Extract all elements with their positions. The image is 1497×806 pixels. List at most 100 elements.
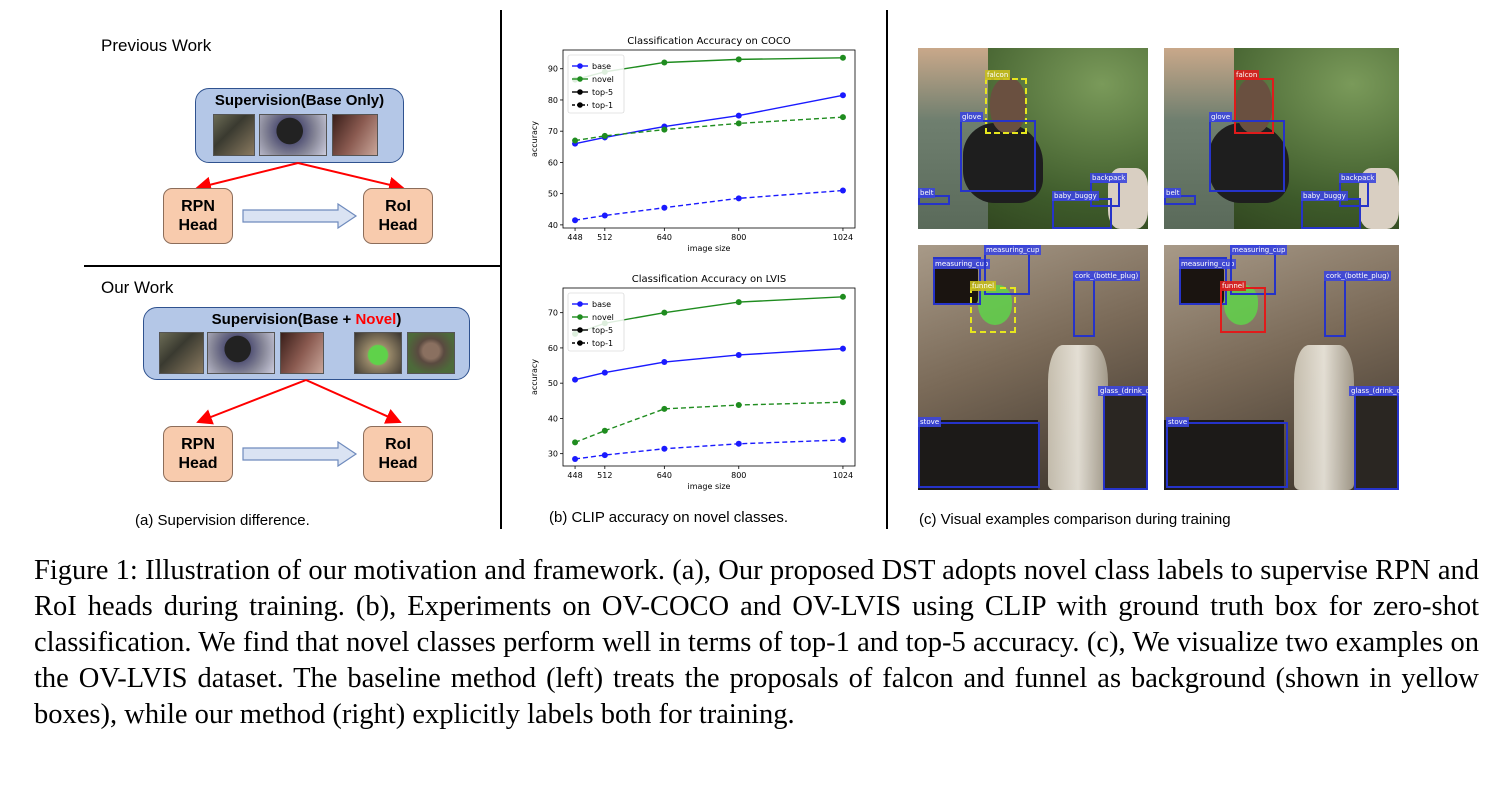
legend-frame — [567, 54, 625, 114]
legend-frame — [567, 292, 625, 352]
legend-swatch-marker — [577, 76, 583, 82]
measuring-cup-box-2-label: measuring_cup — [984, 245, 1042, 255]
legend-label-top-5: top-5 — [592, 88, 613, 97]
funnel-box-label: funnel — [1220, 281, 1247, 291]
novel-sample-falcon-thumb — [407, 332, 455, 374]
glass-box-label: glass_(drink_container) — [1349, 386, 1399, 396]
data-point-base-top-5 — [661, 359, 668, 366]
legend-swatch-marker — [577, 63, 583, 69]
data-point-novel-top-1 — [735, 402, 742, 409]
series-line-novel-top-1 — [574, 401, 843, 444]
measuring-cup-box-2-label: measuring_cup — [1230, 245, 1288, 255]
chart-title: Classification Accuracy on LVIS — [632, 274, 786, 285]
cork-box-label: cork_(bottle_plug) — [1073, 271, 1141, 281]
y-tick-label: 50 — [548, 379, 558, 388]
belt-box-label: belt — [1164, 188, 1182, 198]
cork-box — [1324, 277, 1346, 337]
data-point-base-top-5 — [601, 369, 608, 376]
base-sample-thumb-2 — [207, 332, 275, 374]
panel-divider-left — [500, 10, 502, 529]
y-tick-label: 60 — [548, 344, 558, 353]
data-point-novel-top-5 — [839, 54, 846, 61]
y-tick-label: 30 — [548, 450, 558, 459]
base-sample-thumb-1 — [159, 332, 204, 374]
falcon-box-label: falcon — [985, 70, 1011, 80]
y-tick-label: 70 — [548, 309, 558, 318]
base-sample-thumb-3 — [332, 114, 378, 156]
legend-label-top-1: top-1 — [592, 101, 613, 110]
data-point-novel-top-1 — [661, 405, 668, 412]
x-axis-label: image size — [688, 244, 731, 253]
our-work-title: Our Work — [101, 278, 174, 297]
y-tick-label: 40 — [548, 414, 558, 423]
stove-box — [918, 422, 1040, 488]
panel-divider-right — [886, 10, 888, 529]
stove-box-label: stove — [1166, 417, 1190, 427]
legend-label-top-1: top-1 — [592, 339, 613, 348]
prev-roi-head: RoI Head — [363, 188, 433, 244]
our-roi-head: RoI Head — [363, 426, 433, 482]
data-point-base-top-1 — [572, 455, 579, 462]
legend-swatch-marker — [577, 89, 583, 95]
data-point-base-top-5 — [572, 376, 579, 383]
data-point-novel-top-1 — [839, 114, 846, 121]
our-supervision-label: Supervision(Base + Novel) — [211, 311, 402, 328]
legend-swatch-marker — [577, 327, 583, 333]
falcon-ours-photo: falcon glove belt backpack baby_buggy — [1164, 48, 1399, 229]
data-point-base-top-5 — [735, 351, 742, 358]
glass-box-label: glass_(drink_container) — [1098, 386, 1148, 396]
stove-box — [1166, 422, 1288, 488]
funnel-box-yellow — [970, 287, 1016, 333]
legend-label-base: base — [592, 300, 611, 309]
data-point-novel-top-5 — [661, 309, 668, 316]
our-supervision-arrows — [196, 379, 402, 425]
y-tick-label: 50 — [548, 190, 558, 199]
series-line-base-top-5 — [574, 347, 843, 381]
data-point-novel-top-5 — [735, 299, 742, 306]
prev-rpn-head: RPN Head — [163, 188, 233, 244]
chart-title: Classification Accuracy on COCO — [627, 36, 791, 47]
data-point-novel-top-1 — [601, 132, 608, 139]
x-tick-label: 800 — [731, 233, 746, 242]
data-point-novel-top-1 — [572, 137, 579, 144]
x-tick-label: 448 — [567, 471, 582, 480]
baby-buggy-box — [1301, 198, 1361, 229]
cork-box — [1073, 277, 1095, 337]
data-point-novel-top-1 — [572, 439, 579, 446]
data-point-novel-top-1 — [735, 120, 742, 127]
data-point-base-top-1 — [839, 187, 846, 194]
base-sample-thumb-3 — [280, 332, 324, 374]
data-point-novel-top-1 — [601, 427, 608, 434]
prev-supervision-label: Supervision(Base Only) — [214, 92, 385, 109]
y-axis-label: accuracy — [530, 121, 539, 157]
legend-swatch-marker — [577, 314, 583, 320]
x-tick-label: 512 — [597, 471, 612, 480]
stove-box-label: stove — [918, 417, 942, 427]
plot-frame — [562, 287, 856, 467]
figure-caption: Figure 1: Illustration of our motivation… — [34, 555, 1479, 730]
novel-sample-funnel-thumb — [354, 332, 402, 374]
y-tick-label: 90 — [548, 65, 558, 74]
funnel-box-red — [1220, 287, 1266, 333]
x-tick-label: 512 — [597, 233, 612, 242]
data-point-base-top-5 — [839, 92, 846, 99]
funnel-box-label: funnel — [970, 281, 997, 291]
y-axis-label: accuracy — [530, 359, 539, 395]
x-tick-label: 640 — [657, 471, 672, 480]
cork-box-label: cork_(bottle_plug) — [1324, 271, 1392, 281]
y-tick-label: 40 — [548, 221, 558, 230]
prev-block-arrow — [242, 202, 358, 230]
our-block-arrow — [242, 440, 358, 468]
series-line-base-top-1 — [574, 189, 843, 221]
y-tick-label: 80 — [548, 96, 558, 105]
baby-buggy-box-label: baby_buggy — [1301, 191, 1348, 201]
data-point-base-top-1 — [661, 204, 668, 211]
data-point-base-top-1 — [572, 217, 579, 224]
x-axis-label: image size — [688, 482, 731, 491]
prev-supervision-box: Supervision(Base Only) — [195, 88, 404, 163]
baby-buggy-box-label: baby_buggy — [1052, 191, 1099, 201]
legend-label-novel: novel — [592, 313, 614, 322]
panel-a-caption: (a) Supervision difference. — [135, 512, 310, 529]
